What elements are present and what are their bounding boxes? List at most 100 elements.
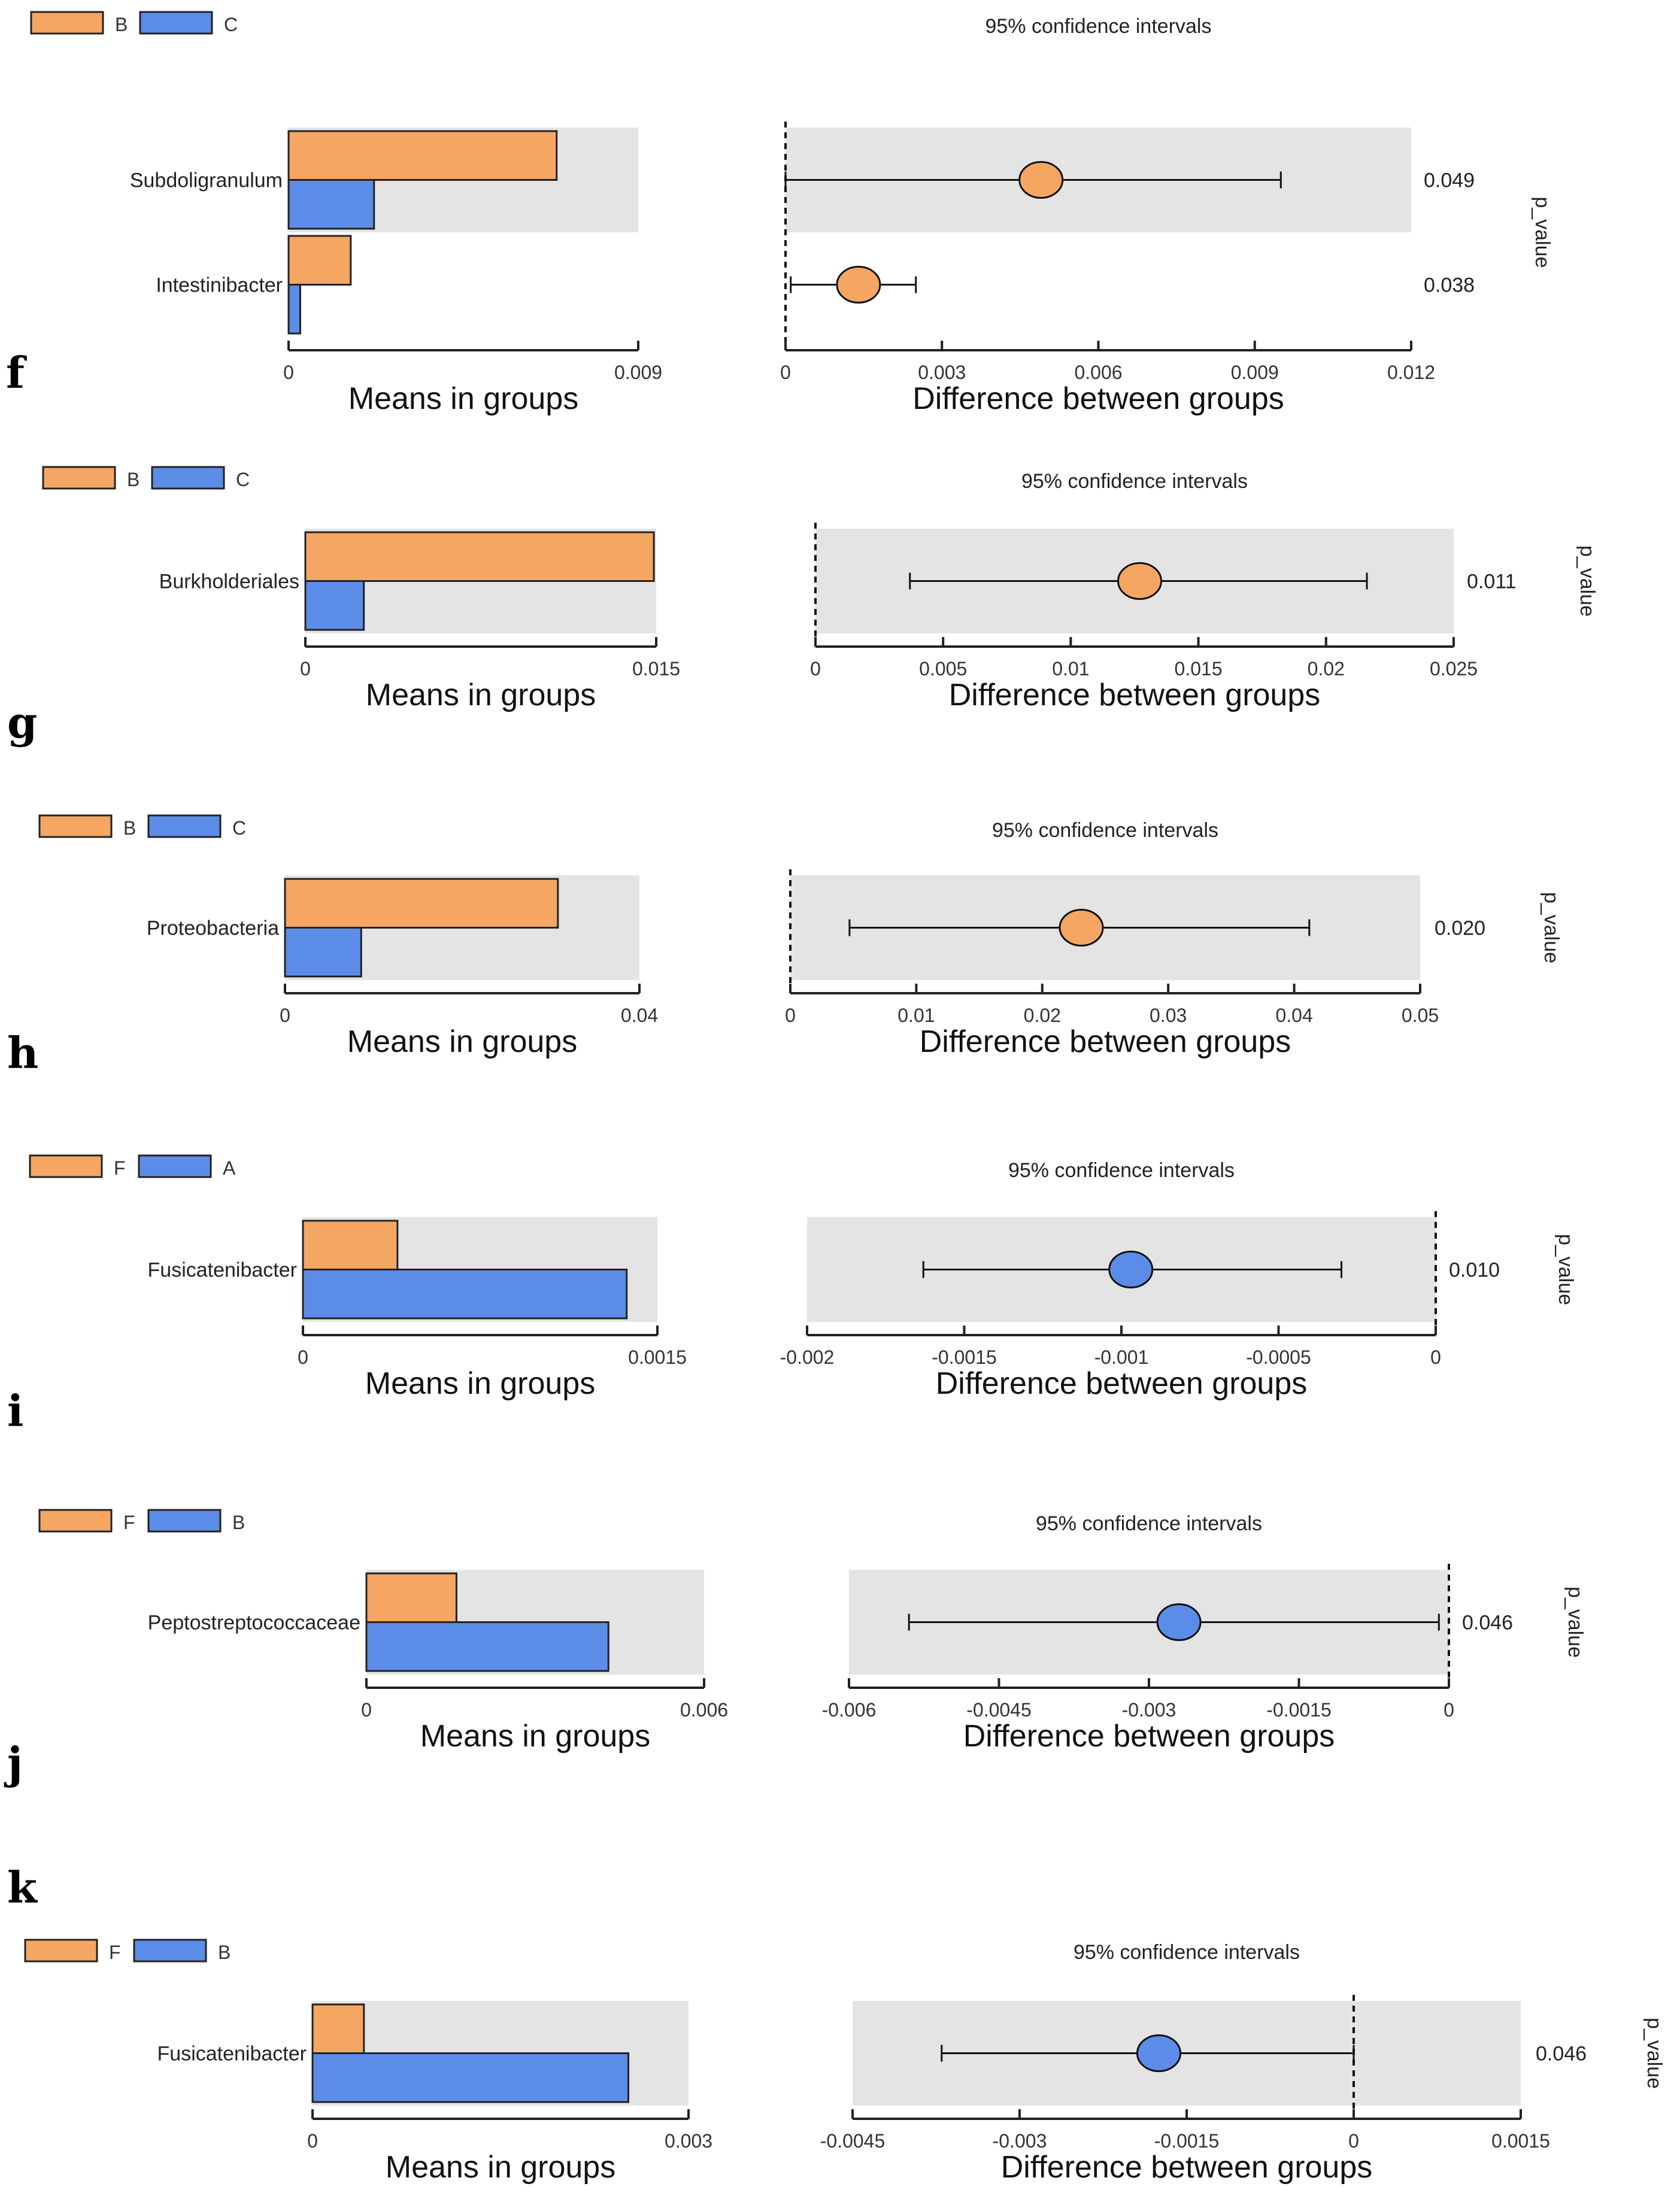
p-value-axis-label: p_value xyxy=(1554,1234,1577,1305)
means-tick-label: 0 xyxy=(283,362,294,383)
diff-tick-label: 0.012 xyxy=(1387,362,1435,383)
legend-label-C: C xyxy=(232,817,246,839)
means-tick-label: 0.04 xyxy=(621,1005,658,1026)
category-label: Peptostreptococcaceae xyxy=(148,1612,360,1634)
bar-C-Proteobacteria xyxy=(284,927,362,978)
means-axis-title: Means in groups xyxy=(348,381,578,416)
diff-tick-label: 0.025 xyxy=(1430,658,1478,680)
legend-swatch-C xyxy=(147,814,222,838)
legend-swatch-C xyxy=(139,11,213,35)
diff-tick-label: -0.002 xyxy=(780,1346,835,1368)
diff-tick-label: -0.006 xyxy=(822,1699,877,1721)
ci-title: 95% confidence intervals xyxy=(985,15,1211,38)
p-value-axis-label: p_value xyxy=(1531,196,1554,268)
diff-tick-label: 0.015 xyxy=(1175,658,1223,680)
bar-B-Peptostreptococcaceae xyxy=(365,1621,609,1672)
means-tick-label: 0 xyxy=(300,658,311,680)
diff-tick-label: 0.05 xyxy=(1402,1005,1439,1026)
bar-B-Intestinibacter xyxy=(287,235,352,286)
diff-tick-label: 0.04 xyxy=(1275,1005,1312,1026)
bar-C-Intestinibacter xyxy=(287,284,301,335)
bar-F-Fusicatenibacter xyxy=(302,1220,399,1270)
means-axis-title: Means in groups xyxy=(347,1024,577,1059)
diff-tick-label: 0.02 xyxy=(1308,658,1345,680)
legend-swatch-B xyxy=(133,1939,207,1963)
p-value: 0.046 xyxy=(1462,1612,1513,1634)
means-tick-label: 0 xyxy=(361,1699,372,1721)
diff-axis-title: Difference between groups xyxy=(1001,2150,1373,2185)
panel-letter-i: i xyxy=(7,1385,23,1436)
category-label: Subdoligranulum xyxy=(130,169,283,192)
diff-tick-label: 0 xyxy=(1348,2130,1359,2152)
ci-title: 95% confidence intervals xyxy=(1036,1512,1262,1535)
bar-F-Fusicatenibacter xyxy=(311,2003,365,2054)
legend-swatch-F xyxy=(24,1939,98,1963)
diff-tick-label: 0.009 xyxy=(1231,362,1279,383)
diff-axis-title: Difference between groups xyxy=(920,1024,1291,1059)
p-value: 0.046 xyxy=(1536,2043,1587,2066)
diff-tick-label: 0.0015 xyxy=(1491,2130,1550,2152)
diff-tick-label: 0.01 xyxy=(1052,658,1089,680)
bar-B-Fusicatenibacter xyxy=(311,2052,630,2103)
means-tick-label: 0.0015 xyxy=(628,1346,687,1368)
category-label: Fusicatenibacter xyxy=(148,1259,297,1282)
legend-label-B: B xyxy=(115,14,128,35)
p-value: 0.020 xyxy=(1435,917,1485,940)
legend-swatch-B xyxy=(147,1509,222,1533)
diff-tick-label: 0 xyxy=(1444,1699,1454,1721)
diff-axis-title: Difference between groups xyxy=(912,381,1284,416)
diff-tick-label: -0.0045 xyxy=(966,1699,1032,1721)
diff-tick-label: -0.0045 xyxy=(820,2130,886,2152)
ci-estimate-point xyxy=(1136,2034,1181,2072)
legend-label-F: F xyxy=(109,1942,121,1963)
diff-tick-label: 0.006 xyxy=(1074,362,1122,383)
means-tick-label: 0.003 xyxy=(665,2130,712,2152)
category-label: Fusicatenibacter xyxy=(157,2043,307,2066)
ci-title: 95% confidence intervals xyxy=(1021,470,1248,493)
diff-tick-label: -0.0015 xyxy=(1266,1699,1332,1721)
diff-tick-label: 0 xyxy=(810,658,821,680)
legend-swatch-C xyxy=(151,466,225,490)
bar-B-Subdoligranulum xyxy=(287,130,558,181)
ci-title: 95% confidence intervals xyxy=(1073,1941,1300,1964)
means-axis-title: Means in groups xyxy=(386,2150,615,2185)
panel-letter-g: g xyxy=(7,697,37,748)
diff-tick-label: 0 xyxy=(780,362,791,383)
diff-tick-label: -0.0015 xyxy=(932,1346,997,1368)
diff-tick-label: -0.001 xyxy=(1094,1346,1149,1368)
legend-label-A: A xyxy=(223,1157,236,1179)
legend-swatch-A xyxy=(138,1154,212,1178)
means-tick-label: 0 xyxy=(307,2130,318,2152)
legend-swatch-B xyxy=(42,466,116,490)
p-value: 0.038 xyxy=(1424,274,1475,297)
legend-label-C: C xyxy=(236,469,250,490)
diff-axis-title: Difference between groups xyxy=(936,1366,1308,1401)
category-label: Burkholderiales xyxy=(159,571,299,593)
diff-tick-label: 0 xyxy=(785,1005,796,1026)
diff-tick-label: -0.003 xyxy=(1122,1699,1176,1721)
panel-letter-h: h xyxy=(7,1027,38,1078)
means-tick-label: 0.015 xyxy=(632,658,680,680)
ci-title: 95% confidence intervals xyxy=(992,819,1218,842)
diff-tick-label: -0.0005 xyxy=(1246,1346,1311,1368)
ci-estimate-point xyxy=(1156,1603,1202,1641)
diff-axis-title: Difference between groups xyxy=(963,1719,1335,1754)
legend-swatch-B xyxy=(30,11,104,35)
diff-axis-title: Difference between groups xyxy=(949,678,1321,712)
diff-tick-label: 0.003 xyxy=(918,362,966,383)
legend-label-B: B xyxy=(127,469,140,490)
p-value: 0.010 xyxy=(1449,1259,1500,1282)
ci-estimate-point xyxy=(836,266,881,304)
legend-label-F: F xyxy=(123,1512,135,1533)
ci-estimate-point xyxy=(1059,909,1104,947)
diff-tick-label: 0.02 xyxy=(1024,1005,1061,1026)
legend-label-B: B xyxy=(232,1512,245,1533)
diff-tick-label: 0 xyxy=(1430,1346,1441,1368)
legend-label-C: C xyxy=(224,14,238,35)
